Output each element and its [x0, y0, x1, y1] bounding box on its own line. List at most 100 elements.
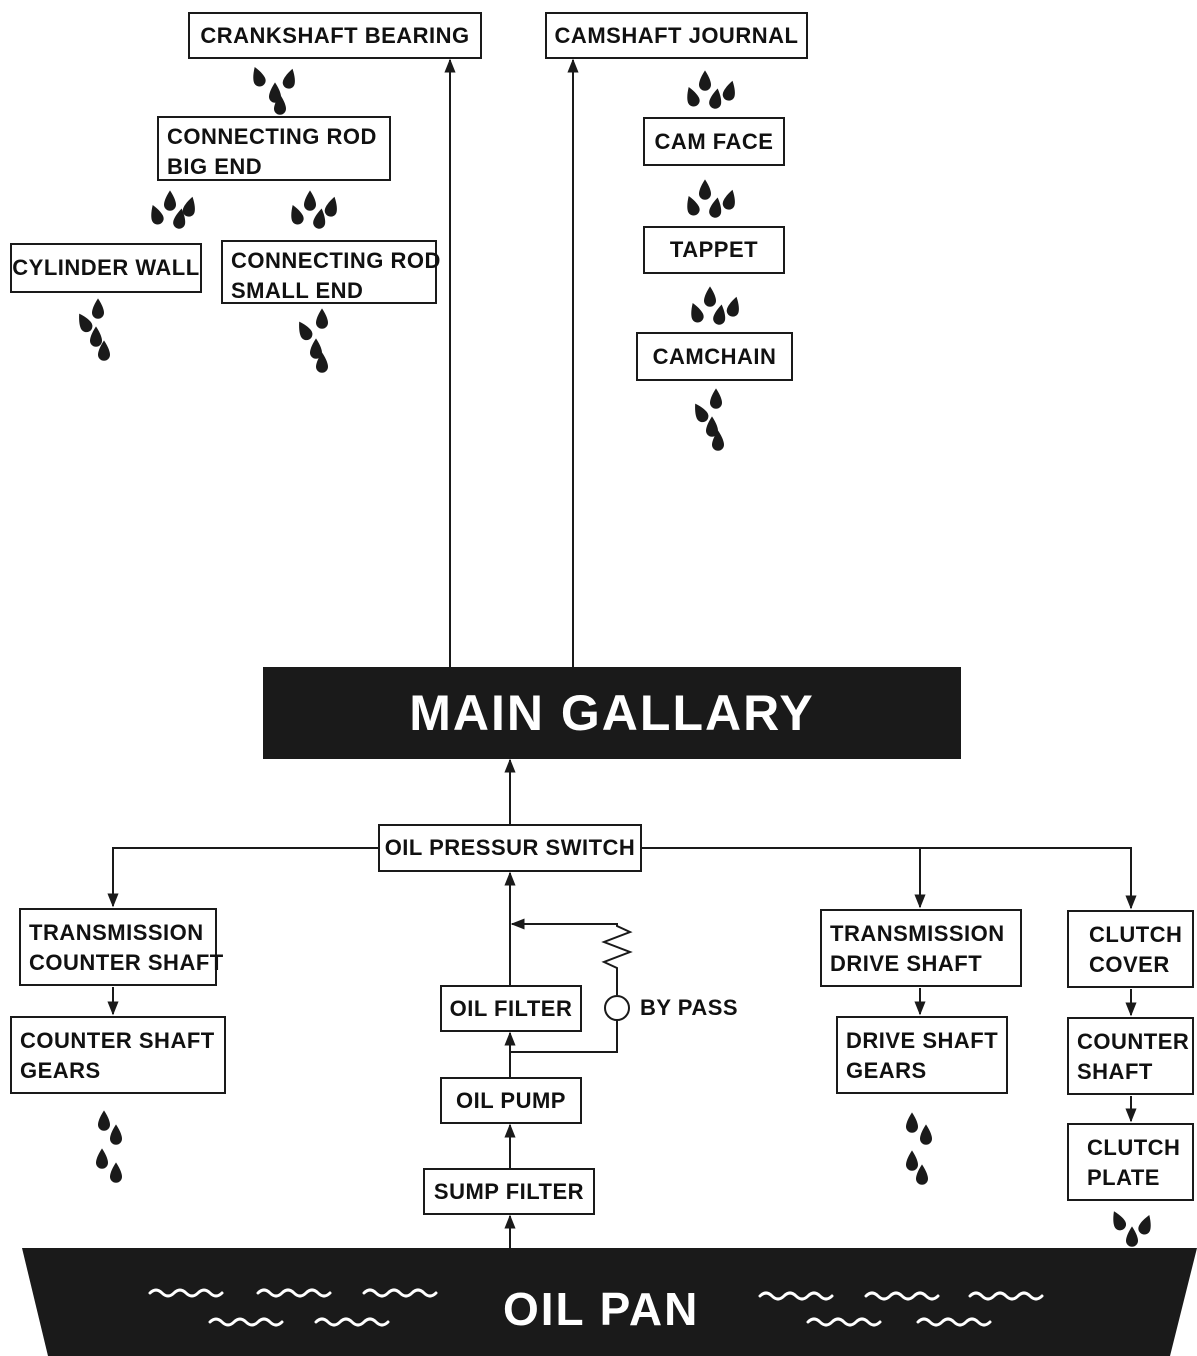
oil-wave-icon	[148, 1288, 224, 1298]
oil-pump-label: OIL PUMP	[456, 1087, 566, 1113]
oil-wave-icon	[806, 1317, 882, 1327]
crankshaft-bearing-box: CRANKSHAFT BEARING	[188, 12, 482, 59]
connecting-rod-big-end-box: CONNECTING ROD BIG END	[157, 116, 391, 181]
flow-arrow-transmission-counter	[107, 847, 378, 908]
bypass-valve-icon	[604, 995, 630, 1021]
connecting-rod-big-end-line2: BIG END	[167, 154, 263, 179]
clutch-plate-box: CLUTCH PLATE	[1067, 1123, 1194, 1201]
transmission-counter-shaft-line2: COUNTER SHAFT	[29, 950, 224, 975]
oil-drop-icon	[699, 70, 711, 91]
connecting-rod-small-end-line1: CONNECTING ROD	[231, 248, 441, 273]
oil-drop-icon	[98, 340, 110, 361]
oil-drop-icon	[916, 1164, 928, 1185]
oil-drop-icon	[164, 190, 176, 211]
cam-face-box: CAM FACE	[643, 117, 785, 166]
crankshaft-bearing-label: CRANKSHAFT BEARING	[200, 22, 470, 48]
oil-wave-icon	[758, 1291, 834, 1301]
transmission-drive-shaft-line1: TRANSMISSION	[830, 921, 1005, 946]
clutch-cover-line1: CLUTCH	[1089, 922, 1183, 947]
main-gallery-banner: MAIN GALLARY	[263, 667, 961, 759]
camshaft-journal-label: CAMSHAFT JOURNAL	[554, 22, 799, 48]
connecting-rod-small-end-line2: SMALL END	[231, 278, 364, 303]
oil-drop-icon	[310, 338, 322, 359]
cam-face-label: CAM FACE	[654, 128, 774, 154]
oil-drop-icon	[709, 197, 722, 218]
drive-shaft-gears-line2: GEARS	[846, 1058, 927, 1083]
cylinder-wall-box: CYLINDER WALL	[10, 243, 202, 293]
oil-drop-icon	[712, 430, 724, 451]
oil-drop-icon	[173, 208, 186, 229]
transmission-counter-shaft-line1: TRANSMISSION	[29, 920, 204, 945]
oil-drop-icon	[906, 1150, 918, 1171]
connecting-rod-big-end-line1: CONNECTING ROD	[167, 124, 377, 149]
transmission-drive-shaft-line2: DRIVE SHAFT	[830, 951, 983, 976]
oil-drop-icon	[299, 321, 313, 341]
oil-drop-icon	[98, 1110, 110, 1131]
oil-drop-icon	[713, 304, 726, 325]
oil-wave-icon	[362, 1288, 438, 1298]
clutch-cover-box: CLUTCH COVER	[1067, 910, 1194, 988]
cam-chain-box: CAMCHAIN	[636, 332, 793, 381]
oil-drop-icon	[1138, 1214, 1151, 1235]
oil-drop-icon	[691, 302, 704, 323]
oil-drop-icon	[709, 88, 722, 109]
oil-drop-icon	[291, 204, 304, 225]
clutch-cover-line2: COVER	[1089, 952, 1170, 977]
oil-drop-icon	[316, 308, 328, 329]
transmission-counter-shaft-box: TRANSMISSION COUNTER SHAFT	[19, 908, 224, 986]
oil-drop-icon	[90, 326, 102, 347]
drive-shaft-gears-box: DRIVE SHAFT GEARS	[836, 1016, 1008, 1094]
counter-shaft-gears-line1: COUNTER SHAFT	[20, 1028, 215, 1053]
oil-wave-icon	[916, 1317, 992, 1327]
sump-filter-label: SUMP FILTER	[433, 1178, 585, 1204]
counter-shaft-line2: SHAFT	[1077, 1059, 1153, 1084]
oil-drop-icon	[704, 286, 716, 307]
sump-filter-box: SUMP FILTER	[423, 1168, 595, 1215]
oil-drop-icon	[253, 66, 266, 87]
oil-filter-box: OIL FILTER	[440, 985, 582, 1032]
bypass-label: BY PASS	[640, 995, 739, 1020]
oil-drop-icon	[710, 388, 722, 409]
oil-drop-icon	[722, 80, 735, 101]
transmission-drive-shaft-box: TRANSMISSION DRIVE SHAFT	[820, 909, 1022, 987]
bypass-spring-icon	[510, 918, 633, 995]
oil-wave-icon	[864, 1291, 940, 1301]
oil-drop-icon	[695, 403, 709, 423]
oil-drop-icon	[726, 296, 739, 317]
counter-shaft-line1: COUNTER	[1077, 1029, 1190, 1054]
oil-drop-icon	[1113, 1211, 1126, 1231]
tappet-label: TAPPET	[669, 237, 759, 262]
cylinder-wall-label: CYLINDER WALL	[12, 255, 200, 280]
oil-drop-icon	[274, 94, 286, 115]
oil-drop-icon	[687, 86, 700, 107]
oil-drop-icon	[687, 195, 700, 216]
oil-filter-label: OIL FILTER	[449, 995, 573, 1021]
oil-drop-icon	[182, 196, 195, 217]
oil-drop-icon	[110, 1124, 122, 1145]
main-gallery-label: MAIN GALLARY	[409, 685, 815, 741]
flow-arrow-clutch-cover	[642, 847, 1137, 910]
oil-pressure-switch-box: OIL PRESSUR SWITCH	[378, 824, 642, 872]
oil-pressure-switch-label: OIL PRESSUR SWITCH	[384, 835, 636, 860]
oil-drop-icon	[96, 1148, 108, 1169]
counter-shaft-gears-line2: GEARS	[20, 1058, 101, 1083]
oil-drop-icon	[699, 179, 711, 200]
counter-shaft-gears-box: COUNTER SHAFT GEARS	[10, 1016, 226, 1094]
oil-pan-label: OIL PAN	[503, 1283, 700, 1335]
cam-chain-label: CAMCHAIN	[652, 343, 777, 369]
oil-wave-icon	[314, 1317, 390, 1327]
oil-drop-icon	[706, 416, 718, 437]
oil-pump-box: OIL PUMP	[440, 1077, 582, 1124]
oil-drop-icon	[313, 208, 326, 229]
oil-wave-icon	[968, 1291, 1044, 1301]
oil-drop-icon	[920, 1124, 932, 1145]
oil-drop-icon	[110, 1162, 122, 1183]
oil-drop-icon	[1126, 1226, 1138, 1247]
oil-drop-icon	[316, 352, 328, 373]
connecting-rod-small-end-box: CONNECTING ROD SMALL END	[221, 240, 441, 304]
clutch-plate-line1: CLUTCH	[1087, 1135, 1181, 1160]
bypass-loop-lower	[510, 1020, 618, 1053]
